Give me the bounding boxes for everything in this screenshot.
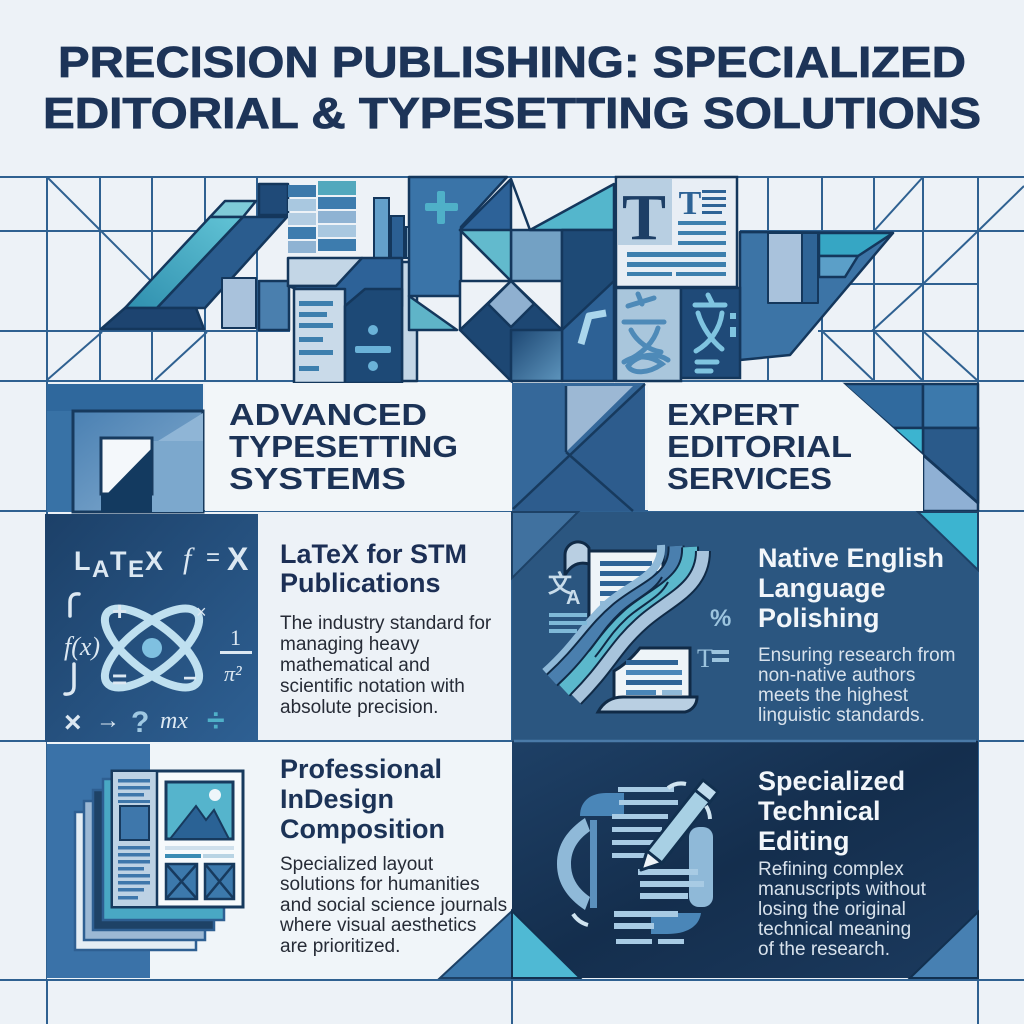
svg-text:Specialized layout: Specialized layout [280, 854, 434, 875]
svg-text:Technical: Technical [758, 796, 881, 826]
svg-text:ADVANCED: ADVANCED [229, 397, 427, 432]
svg-text:managing heavy: managing heavy [280, 634, 420, 655]
svg-text:Composition: Composition [280, 814, 445, 844]
svg-text:×: × [64, 706, 82, 739]
svg-text:solutions for humanities: solutions for humanities [280, 874, 480, 895]
svg-text:mathematical and: mathematical and [280, 655, 430, 676]
svg-text:E: E [128, 556, 144, 583]
svg-text:T: T [622, 181, 666, 254]
svg-text:A: A [92, 556, 109, 583]
svg-text:×: × [196, 602, 207, 622]
svg-text:linguistic standards.: linguistic standards. [758, 705, 925, 726]
svg-text:EDITORIAL: EDITORIAL [667, 429, 852, 464]
svg-text:X: X [227, 541, 249, 577]
svg-text:Refining complex: Refining complex [758, 859, 904, 880]
svg-text:+: + [112, 596, 127, 626]
svg-text:Language: Language [758, 573, 886, 603]
svg-text:Publications: Publications [280, 568, 441, 598]
svg-text:Specialized: Specialized [758, 766, 905, 796]
svg-text:TYPESETTING: TYPESETTING [229, 429, 458, 464]
svg-text:SERVICES: SERVICES [667, 461, 832, 496]
svg-text:?: ? [131, 706, 149, 739]
svg-text:EXPERT: EXPERT [667, 397, 799, 432]
svg-text:EDITORIAL & TYPESETTING SOLUTI: EDITORIAL & TYPESETTING SOLUTIONS [43, 89, 981, 138]
svg-text:Native English: Native English [758, 543, 944, 573]
svg-text:SYSTEMS: SYSTEMS [229, 461, 406, 496]
svg-text:=: = [112, 664, 127, 694]
svg-text:PRECISION PUBLISHING: SPECIALI: PRECISION PUBLISHING: SPECIALIZED [58, 38, 966, 87]
svg-text:meets the highest: meets the highest [758, 685, 909, 706]
svg-text:mx: mx [160, 708, 188, 734]
svg-text:T: T [679, 185, 702, 222]
svg-text:T: T [697, 644, 713, 673]
svg-text:manuscripts without: manuscripts without [758, 879, 927, 900]
svg-text:losing the original: losing the original [758, 899, 906, 920]
svg-text:L: L [74, 546, 91, 576]
svg-text:non-native authors: non-native authors [758, 665, 915, 686]
svg-text:f(x): f(x) [64, 632, 100, 661]
svg-text:÷: ÷ [207, 702, 225, 738]
svg-text:文: 文 [548, 570, 573, 598]
svg-text:→: → [96, 707, 120, 734]
svg-text:scientific notation with: scientific notation with [280, 676, 465, 697]
svg-text:Professional: Professional [280, 754, 442, 784]
svg-text:A: A [566, 587, 580, 609]
svg-text:Editing: Editing [758, 826, 849, 856]
svg-text:where visual aesthetics: where visual aesthetics [279, 915, 476, 936]
svg-text:−: − [183, 665, 197, 692]
svg-text:and social science journals: and social science journals [280, 895, 507, 916]
svg-text:π²: π² [224, 661, 242, 686]
svg-text:Ensuring research from: Ensuring research from [758, 645, 955, 666]
svg-text:1: 1 [230, 625, 241, 650]
svg-text:X: X [145, 546, 163, 576]
svg-text:technical meaning: technical meaning [758, 919, 911, 940]
svg-text:The industry standard for: The industry standard for [280, 613, 492, 634]
svg-text:absolute precision.: absolute precision. [280, 697, 438, 718]
svg-text:LaTeX for STM: LaTeX for STM [280, 539, 467, 569]
svg-text:are prioritized.: are prioritized. [280, 936, 400, 957]
svg-text:Polishing: Polishing [758, 603, 880, 633]
svg-text:=: = [206, 544, 220, 571]
svg-text:T: T [110, 546, 127, 576]
svg-text:of the research.: of the research. [758, 939, 890, 960]
svg-text:%: % [710, 605, 731, 632]
svg-text:InDesign: InDesign [280, 784, 394, 814]
